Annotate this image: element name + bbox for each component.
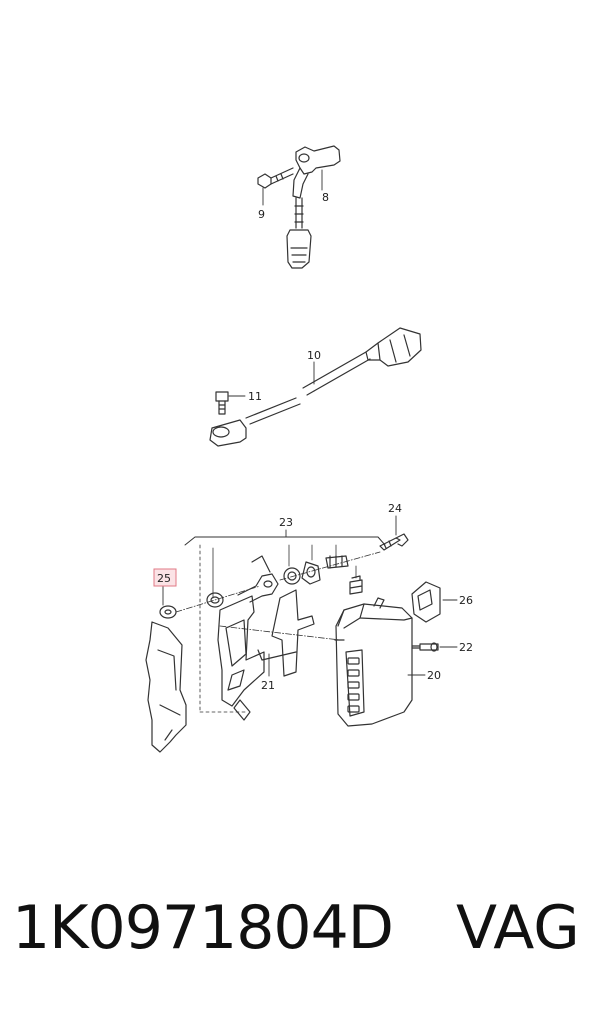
callout-26[interactable]: 26 (459, 594, 473, 607)
speed-sensor-assembly (257, 145, 341, 269)
knock-sensor-ring (209, 419, 247, 447)
washer-23a (283, 567, 301, 585)
sensor-mount-eye (298, 153, 310, 163)
sleeve-23c (325, 555, 349, 569)
control-unit-assembly (145, 515, 458, 753)
part-number-caption: 1K0971804D (12, 893, 394, 963)
sensor-plug (286, 229, 312, 269)
callout-9[interactable]: 9 (258, 208, 265, 221)
bolt-24 (379, 537, 401, 551)
knock-sensor-connector (377, 327, 422, 367)
knock-sensor-cable-upper (309, 351, 371, 392)
control-unit-20 (335, 603, 413, 727)
callout-21[interactable]: 21 (261, 679, 275, 692)
spring (349, 575, 363, 595)
mounting-bracket-left (145, 621, 187, 753)
callout-23[interactable]: 23 (279, 516, 293, 529)
knock-sensor-assembly (209, 327, 422, 447)
group-23-bracket (184, 536, 386, 546)
callout-25-highlight (153, 568, 177, 587)
sensor-body (295, 145, 341, 175)
callout-10[interactable]: 10 (307, 349, 321, 362)
bolt-11 (215, 391, 229, 402)
sensor-cable (295, 197, 303, 229)
callout-8[interactable]: 8 (322, 191, 329, 204)
knock-sensor-cable-lower (245, 397, 301, 425)
washer-25 (159, 605, 177, 619)
bolt-22 (419, 643, 439, 651)
callout-20[interactable]: 20 (427, 669, 441, 682)
callout-22[interactable]: 22 (459, 641, 473, 654)
connector-26 (411, 581, 441, 623)
brand-caption: VAG (456, 893, 580, 963)
mounting-frame (217, 595, 265, 707)
sensor-elbow (292, 167, 309, 199)
grommet-23b (301, 561, 321, 585)
bolt-9 (257, 173, 272, 189)
callout-11[interactable]: 11 (248, 390, 262, 403)
callout-24[interactable]: 24 (388, 502, 402, 515)
callout-25[interactable]: 25 (157, 572, 171, 585)
bracket-21 (271, 589, 315, 677)
